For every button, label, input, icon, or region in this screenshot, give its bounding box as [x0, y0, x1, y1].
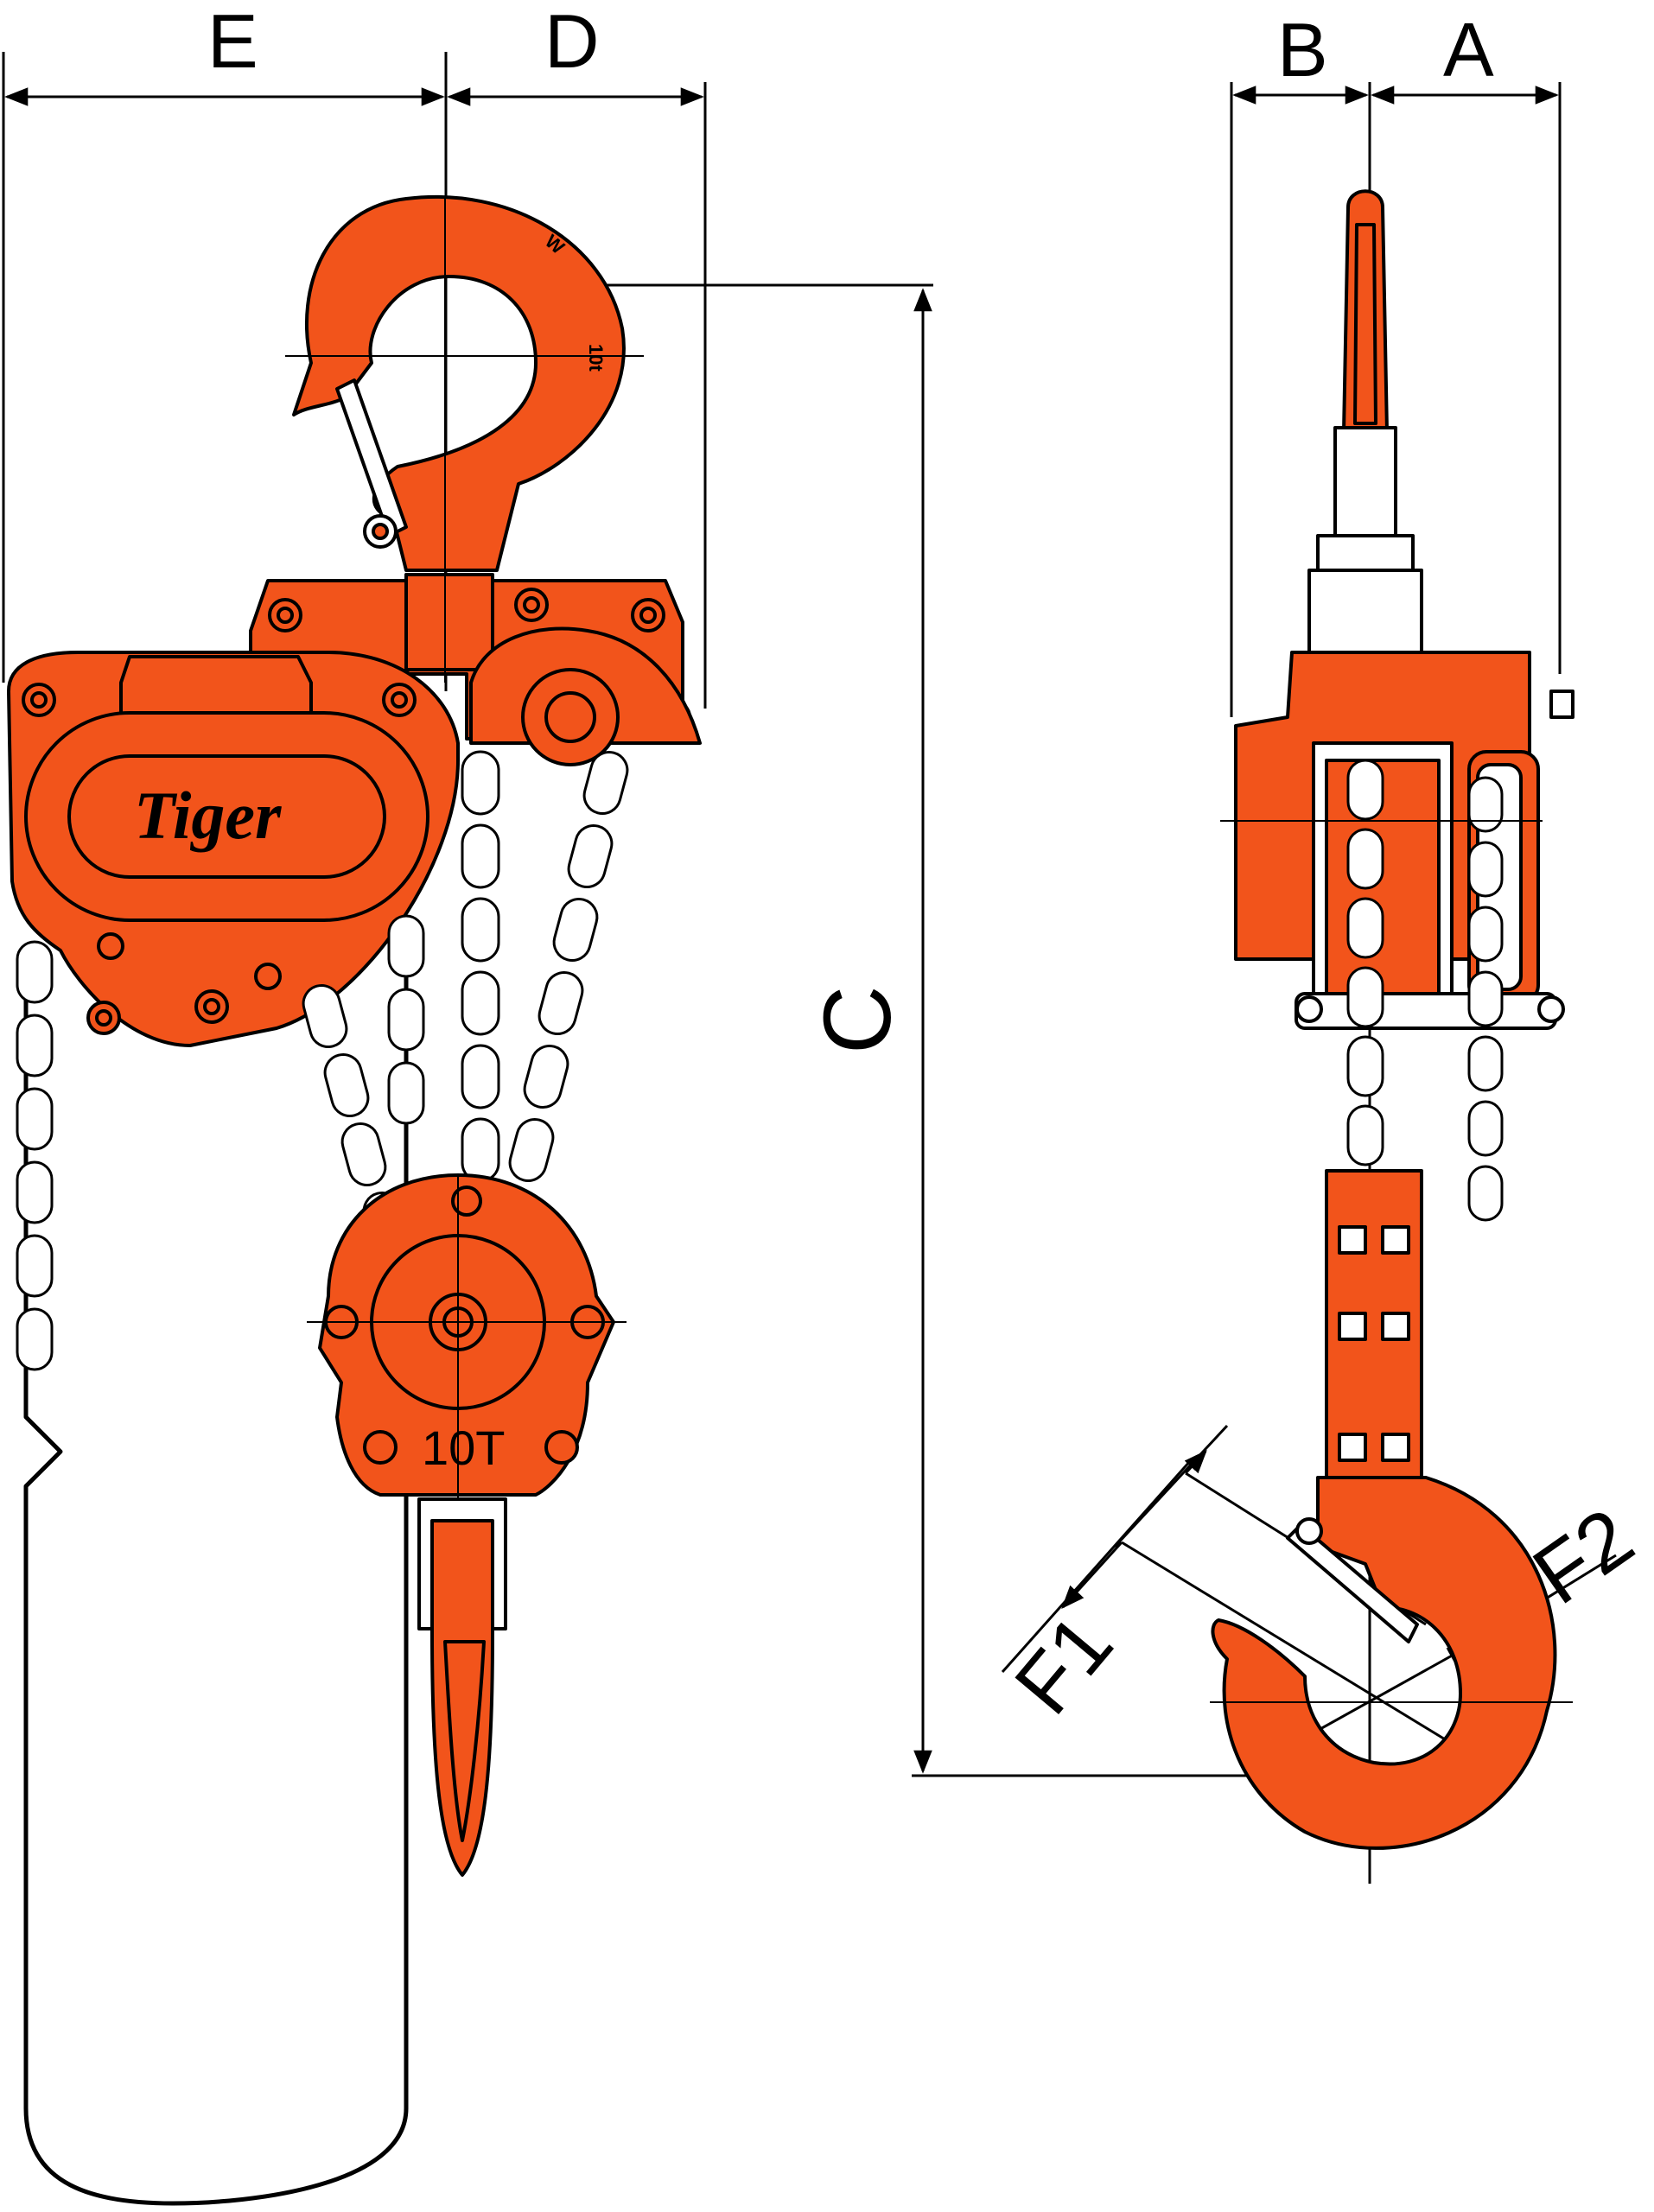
- dim-label-f1: F1: [997, 1598, 1130, 1732]
- bottom-block: 10T: [318, 1173, 615, 1877]
- capacity-label: 10T: [422, 1421, 506, 1475]
- brand-logo: Tiger: [134, 778, 282, 853]
- bottom-hook: [1211, 1476, 1557, 1850]
- center-lines-side: [1210, 820, 1573, 1703]
- side-chains: [1346, 759, 1504, 1222]
- load-chains: [302, 750, 629, 1255]
- chain-links-left: [16, 914, 425, 1371]
- dim-label-b: B: [1277, 7, 1328, 92]
- dim-label-c: C: [805, 986, 911, 1054]
- front-view: W 10t Tiger: [7, 194, 702, 2206]
- hand-chain: [16, 914, 425, 2206]
- hook-mark-10t: 10t: [585, 344, 607, 372]
- top-hook: W 10t: [292, 194, 626, 572]
- dim-label-a: A: [1443, 7, 1494, 92]
- center-lines-front: [285, 199, 644, 1499]
- side-view: [1210, 189, 1574, 1850]
- dim-label-d: D: [544, 0, 600, 84]
- dim-label-e: E: [207, 0, 258, 84]
